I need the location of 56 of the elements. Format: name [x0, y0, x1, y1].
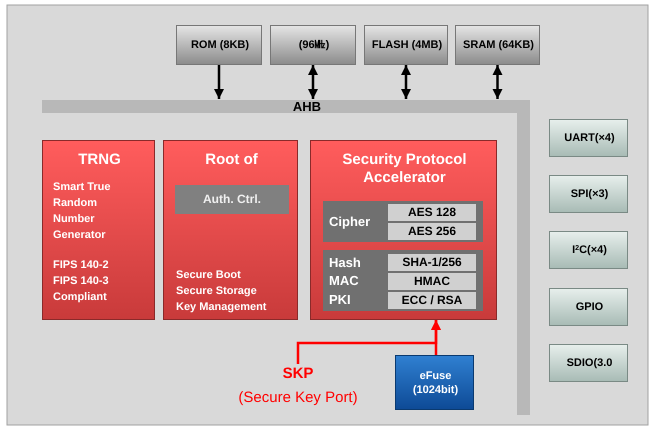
memory-box: [455, 25, 540, 65]
label: ROM (8KB): [190, 38, 250, 54]
label: ECC / RSA: [400, 292, 464, 309]
label: HMAC: [413, 273, 451, 290]
label: PKI: [329, 291, 352, 308]
module-panel: [163, 140, 298, 320]
heading: TRNG: [77, 151, 122, 169]
label: AHB: [292, 100, 322, 113]
label: (Secure Key Port): [237, 388, 359, 408]
label: Hash: [329, 254, 362, 271]
heading: SKP: [282, 364, 314, 383]
label: AES 128: [406, 204, 458, 221]
processor-box: [270, 25, 356, 65]
label: eFuse (1024bit): [412, 369, 460, 398]
module-panel: [310, 140, 497, 320]
label: FLASH (4MB): [370, 38, 444, 54]
label: Cipher: [329, 212, 372, 231]
label: AES 256: [406, 223, 458, 240]
label: GPIO: [574, 300, 604, 316]
function-group-panel: [323, 201, 483, 242]
memory-box: [176, 25, 262, 65]
algorithm-cell: [388, 292, 476, 309]
label: SHA-1/256: [401, 254, 463, 271]
peripheral-box: [549, 288, 628, 326]
algorithm-cell: [388, 204, 476, 221]
label: Smart True Random Number Generator: [53, 180, 112, 243]
peripheral-box: [549, 175, 628, 213]
fuse-box: [395, 355, 474, 410]
bus-band: [42, 100, 530, 113]
arrow: [308, 65, 318, 99]
algorithm-cell: [388, 273, 476, 290]
heading: Root of: [204, 151, 259, 169]
label: (96㎒): [298, 38, 330, 54]
peripheral-box: [549, 119, 628, 157]
arrow: [296, 320, 441, 364]
label: Secure Boot Secure Storage Key Management: [176, 268, 268, 315]
peripheral-box: [549, 344, 628, 382]
arrow: [492, 65, 502, 99]
algorithm-cell: [388, 223, 476, 240]
peripheral-box: [549, 231, 628, 269]
label: MAC: [329, 272, 360, 289]
function-group-panel: [323, 250, 483, 311]
label: UART(×4): [563, 131, 616, 146]
algorithm-cell: [388, 254, 476, 271]
arrow: [401, 65, 411, 99]
module-panel: [42, 140, 155, 320]
label: SPI(×3): [570, 187, 610, 202]
label: Auth. Ctrl.: [202, 191, 262, 208]
label: SDIO(3.0: [566, 356, 614, 372]
label: FIPS 140-2 FIPS 140-3 Compliant: [53, 258, 110, 305]
label: Security Protocol Accelerator: [341, 151, 468, 187]
label: SRAM (64KB): [462, 38, 535, 54]
arrow: [214, 65, 224, 99]
memory-box: [364, 25, 448, 65]
label: I$^{2}$C(×4): [571, 242, 608, 258]
function-bar: [175, 185, 289, 214]
